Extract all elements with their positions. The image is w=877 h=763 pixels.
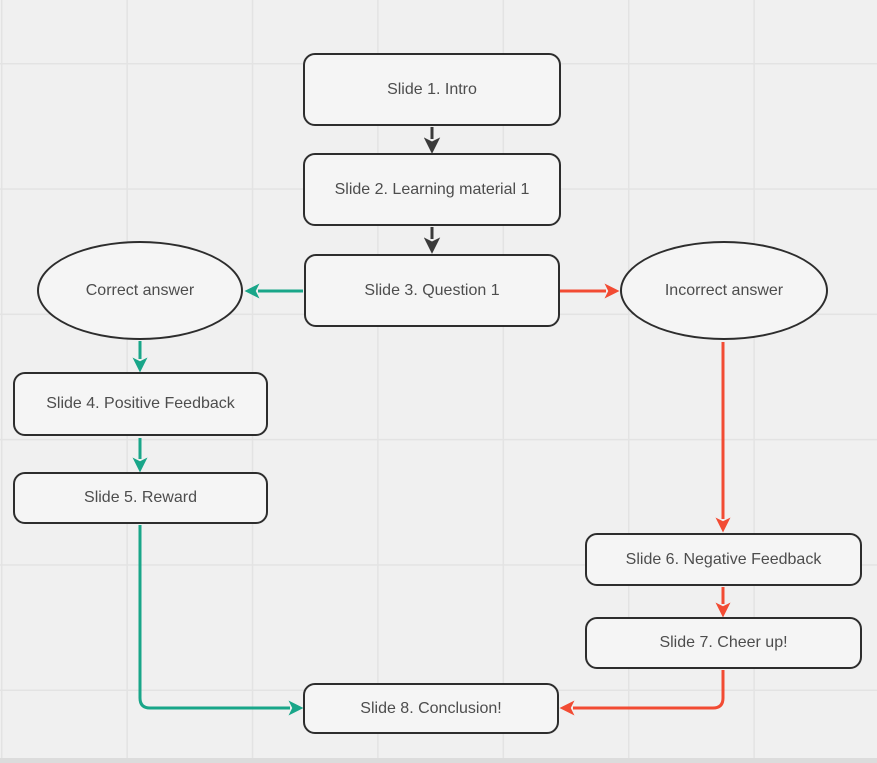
node-label: Slide 2. Learning material 1 bbox=[334, 180, 530, 198]
node-slide-5-reward[interactable]: Slide 5. Reward bbox=[13, 472, 268, 524]
node-label: Slide 8. Conclusion! bbox=[360, 699, 502, 717]
node-label: Slide 1. Intro bbox=[387, 80, 477, 98]
edge-slide5-to-slide8[interactable] bbox=[138, 525, 304, 716]
node-slide-1-intro[interactable]: Slide 1. Intro bbox=[303, 53, 561, 126]
node-slide-6-negative-feedback[interactable]: Slide 6. Negative Feedback bbox=[585, 533, 862, 586]
node-correct-answer[interactable]: Correct answer bbox=[37, 241, 243, 340]
node-slide-8-conclusion[interactable]: Slide 8. Conclusion! bbox=[303, 683, 559, 734]
node-slide-3-question[interactable]: Slide 3. Question 1 bbox=[304, 254, 560, 327]
node-slide-2-learning-material[interactable]: Slide 2. Learning material 1 bbox=[303, 153, 561, 226]
node-label: Slide 3. Question 1 bbox=[364, 281, 500, 299]
node-incorrect-answer[interactable]: Incorrect answer bbox=[620, 241, 828, 340]
node-label: Slide 5. Reward bbox=[84, 489, 197, 507]
node-slide-4-positive-feedback[interactable]: Slide 4. Positive Feedback bbox=[13, 372, 268, 436]
node-label: Correct answer bbox=[85, 281, 195, 299]
node-label: Slide 4. Positive Feedback bbox=[46, 395, 235, 413]
node-label: Incorrect answer bbox=[664, 281, 784, 299]
edge-slide7-to-slide8[interactable] bbox=[559, 670, 725, 716]
node-label: Slide 7. Cheer up! bbox=[659, 634, 788, 652]
node-label: Slide 6. Negative Feedback bbox=[625, 550, 822, 568]
canvas-bottom-edge bbox=[0, 758, 877, 763]
node-slide-7-cheer-up[interactable]: Slide 7. Cheer up! bbox=[585, 617, 862, 669]
